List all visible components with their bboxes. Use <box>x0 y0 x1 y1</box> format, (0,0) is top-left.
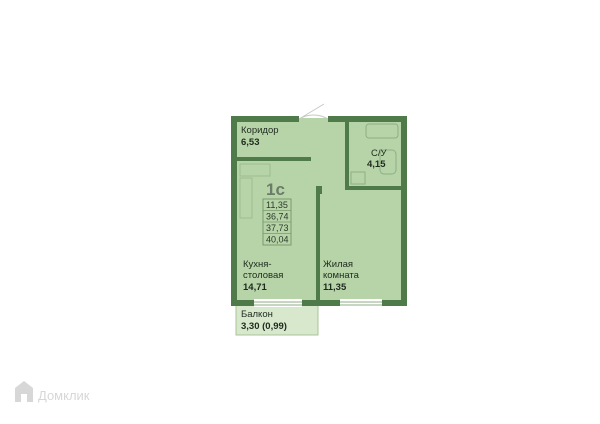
bottom-openings <box>254 299 382 307</box>
balcony-label: Балкон <box>241 309 273 320</box>
kitchen-label-line1: Кухня- <box>243 259 272 270</box>
bathroom-fixtures <box>350 123 399 185</box>
living-label-line2: комната <box>323 270 360 281</box>
house-icon <box>15 381 33 402</box>
balcony-area: 3,30 (0,99) <box>241 321 287 332</box>
outer-walls <box>231 116 407 306</box>
areas-summary-box <box>262 198 292 246</box>
apartment-type-label: 1с <box>266 180 285 199</box>
area-summary-2: 36,74 <box>266 212 289 222</box>
bathroom-area: 4,15 <box>367 159 386 170</box>
area-summary-3: 37,73 <box>266 223 289 233</box>
corridor-label: Коридор <box>241 125 279 136</box>
area-summary-4: 40,04 <box>266 235 289 245</box>
watermark: Домклик <box>15 381 90 403</box>
living-label-line1: Жилая <box>323 259 353 270</box>
living-area: 11,35 <box>323 282 347 293</box>
balcony-floor <box>235 303 319 336</box>
watermark-text: Домклик <box>38 388 90 403</box>
interior-walls <box>231 116 403 302</box>
kitchen-fixtures <box>239 163 271 219</box>
kitchen-area: 14,71 <box>243 282 267 293</box>
entrance-door <box>298 103 329 120</box>
area-summary-1: 11,35 <box>266 200 288 210</box>
kitchen-label-line2: столовая <box>243 270 283 281</box>
corridor-area: 6,53 <box>241 137 260 148</box>
bathroom-label: С/У <box>371 148 388 159</box>
